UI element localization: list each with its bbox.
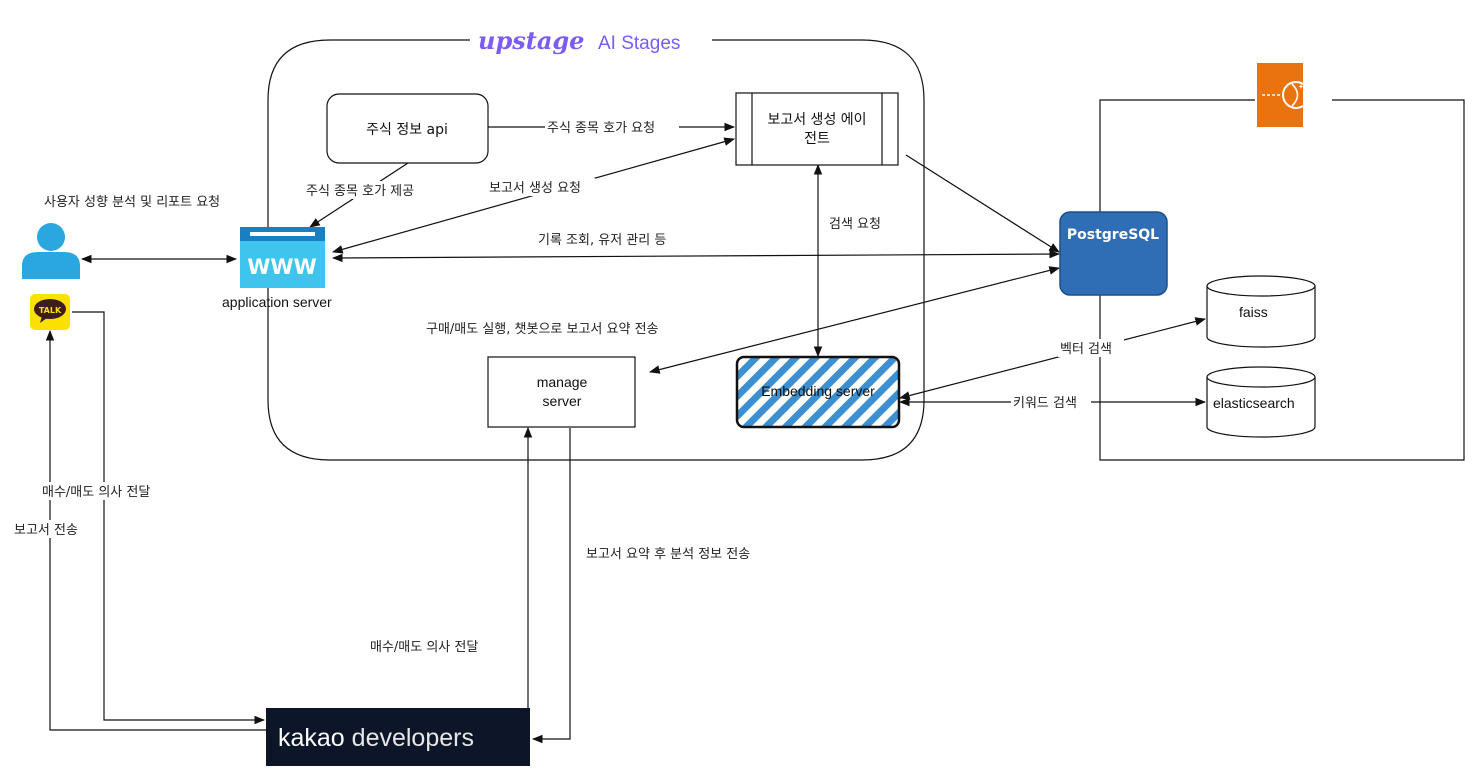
label-vector-search: 벡터 검색 (1060, 342, 1112, 357)
postgres-node: PostgreSQL (1059, 211, 1168, 296)
svg-text:주식 정보 api: 주식 정보 api (366, 122, 448, 138)
stock-api-node: 주식 정보 api (326, 93, 489, 164)
label-buy-sell-left: 매수/매도 의사 전달 (42, 485, 150, 500)
app-server-label: application server (222, 294, 332, 310)
edge-history (331, 249, 1061, 263)
svg-text:✦: ✦ (1298, 83, 1304, 91)
label-search-request: 검색 요청 (829, 217, 881, 232)
svg-text:Embedding server: Embedding server (761, 383, 875, 399)
embedding-server-node: Embedding server (735, 355, 901, 429)
ai-stages-title: AI Stages (598, 33, 680, 54)
report-agent-node: 보고서 생성 에이 전트 (735, 92, 899, 166)
label-report-request: 보고서 생성 요청 (489, 181, 581, 196)
label-history: 기록 조회, 유저 관리 등 (538, 233, 666, 248)
svg-text:PostgreSQL: PostgreSQL (1067, 227, 1159, 243)
aws-container: ✦ (1099, 63, 1465, 461)
ai-stages-container: upstage AI Stages (267, 26, 925, 461)
svg-text:manage: manage (537, 374, 588, 390)
edges (45, 122, 1207, 744)
edge-trade-exec (648, 266, 1061, 374)
svg-text:elasticsearch: elasticsearch (1213, 395, 1295, 411)
svg-text:TALK: TALK (39, 306, 62, 315)
faiss-node: faiss (1206, 275, 1316, 348)
manage-server-node: manage server (487, 356, 636, 428)
edge-summary-send (531, 428, 571, 744)
edge-buy-sell-left (72, 311, 266, 725)
aws-service-icon: ✦ (1257, 63, 1310, 127)
label-report-send: 보고서 전송 (14, 523, 78, 538)
kakaotalk-icon: TALK (30, 294, 70, 330)
label-quote-request: 주식 종목 호가 요청 (547, 121, 655, 136)
www-icon: WWW (240, 227, 325, 288)
label-trade-exec: 구매/매도 실행, 챗봇으로 보고서 요약 전송 (426, 321, 659, 337)
svg-text:server: server (543, 393, 582, 409)
user-icon (22, 223, 80, 279)
edge-vector-search (898, 317, 1207, 400)
label-buy-sell-bottom: 매수/매도 의사 전달 (370, 640, 478, 655)
upstage-logo: upstage (478, 26, 584, 55)
label-quote-provide: 주식 종목 호가 제공 (306, 184, 414, 199)
elasticsearch-node: elasticsearch (1206, 366, 1316, 438)
svg-text:upstage: upstage (478, 26, 584, 55)
edge-report-send (45, 329, 266, 731)
kakao-developers-node: kakao developers (266, 708, 530, 766)
edge-agent-postgres (905, 154, 1060, 253)
edge-labels: 사용자 성향 분석 및 리포트 요청 주식 종목 호가 요청 주식 종목 호가 … (12, 118, 1124, 655)
svg-text:faiss: faiss (1239, 304, 1268, 320)
svg-text:kakao developers: kakao developers (278, 724, 474, 752)
label-user-request: 사용자 성향 분석 및 리포트 요청 (44, 195, 220, 210)
svg-text:전트: 전트 (804, 131, 830, 147)
svg-text:보고서 생성 에이: 보고서 생성 에이 (767, 112, 866, 128)
label-summary-send: 보고서 요약 후 분석 정보 전송 (586, 547, 750, 562)
label-keyword-search: 키워드 검색 (1013, 396, 1077, 411)
svg-text:WWW: WWW (247, 255, 317, 279)
